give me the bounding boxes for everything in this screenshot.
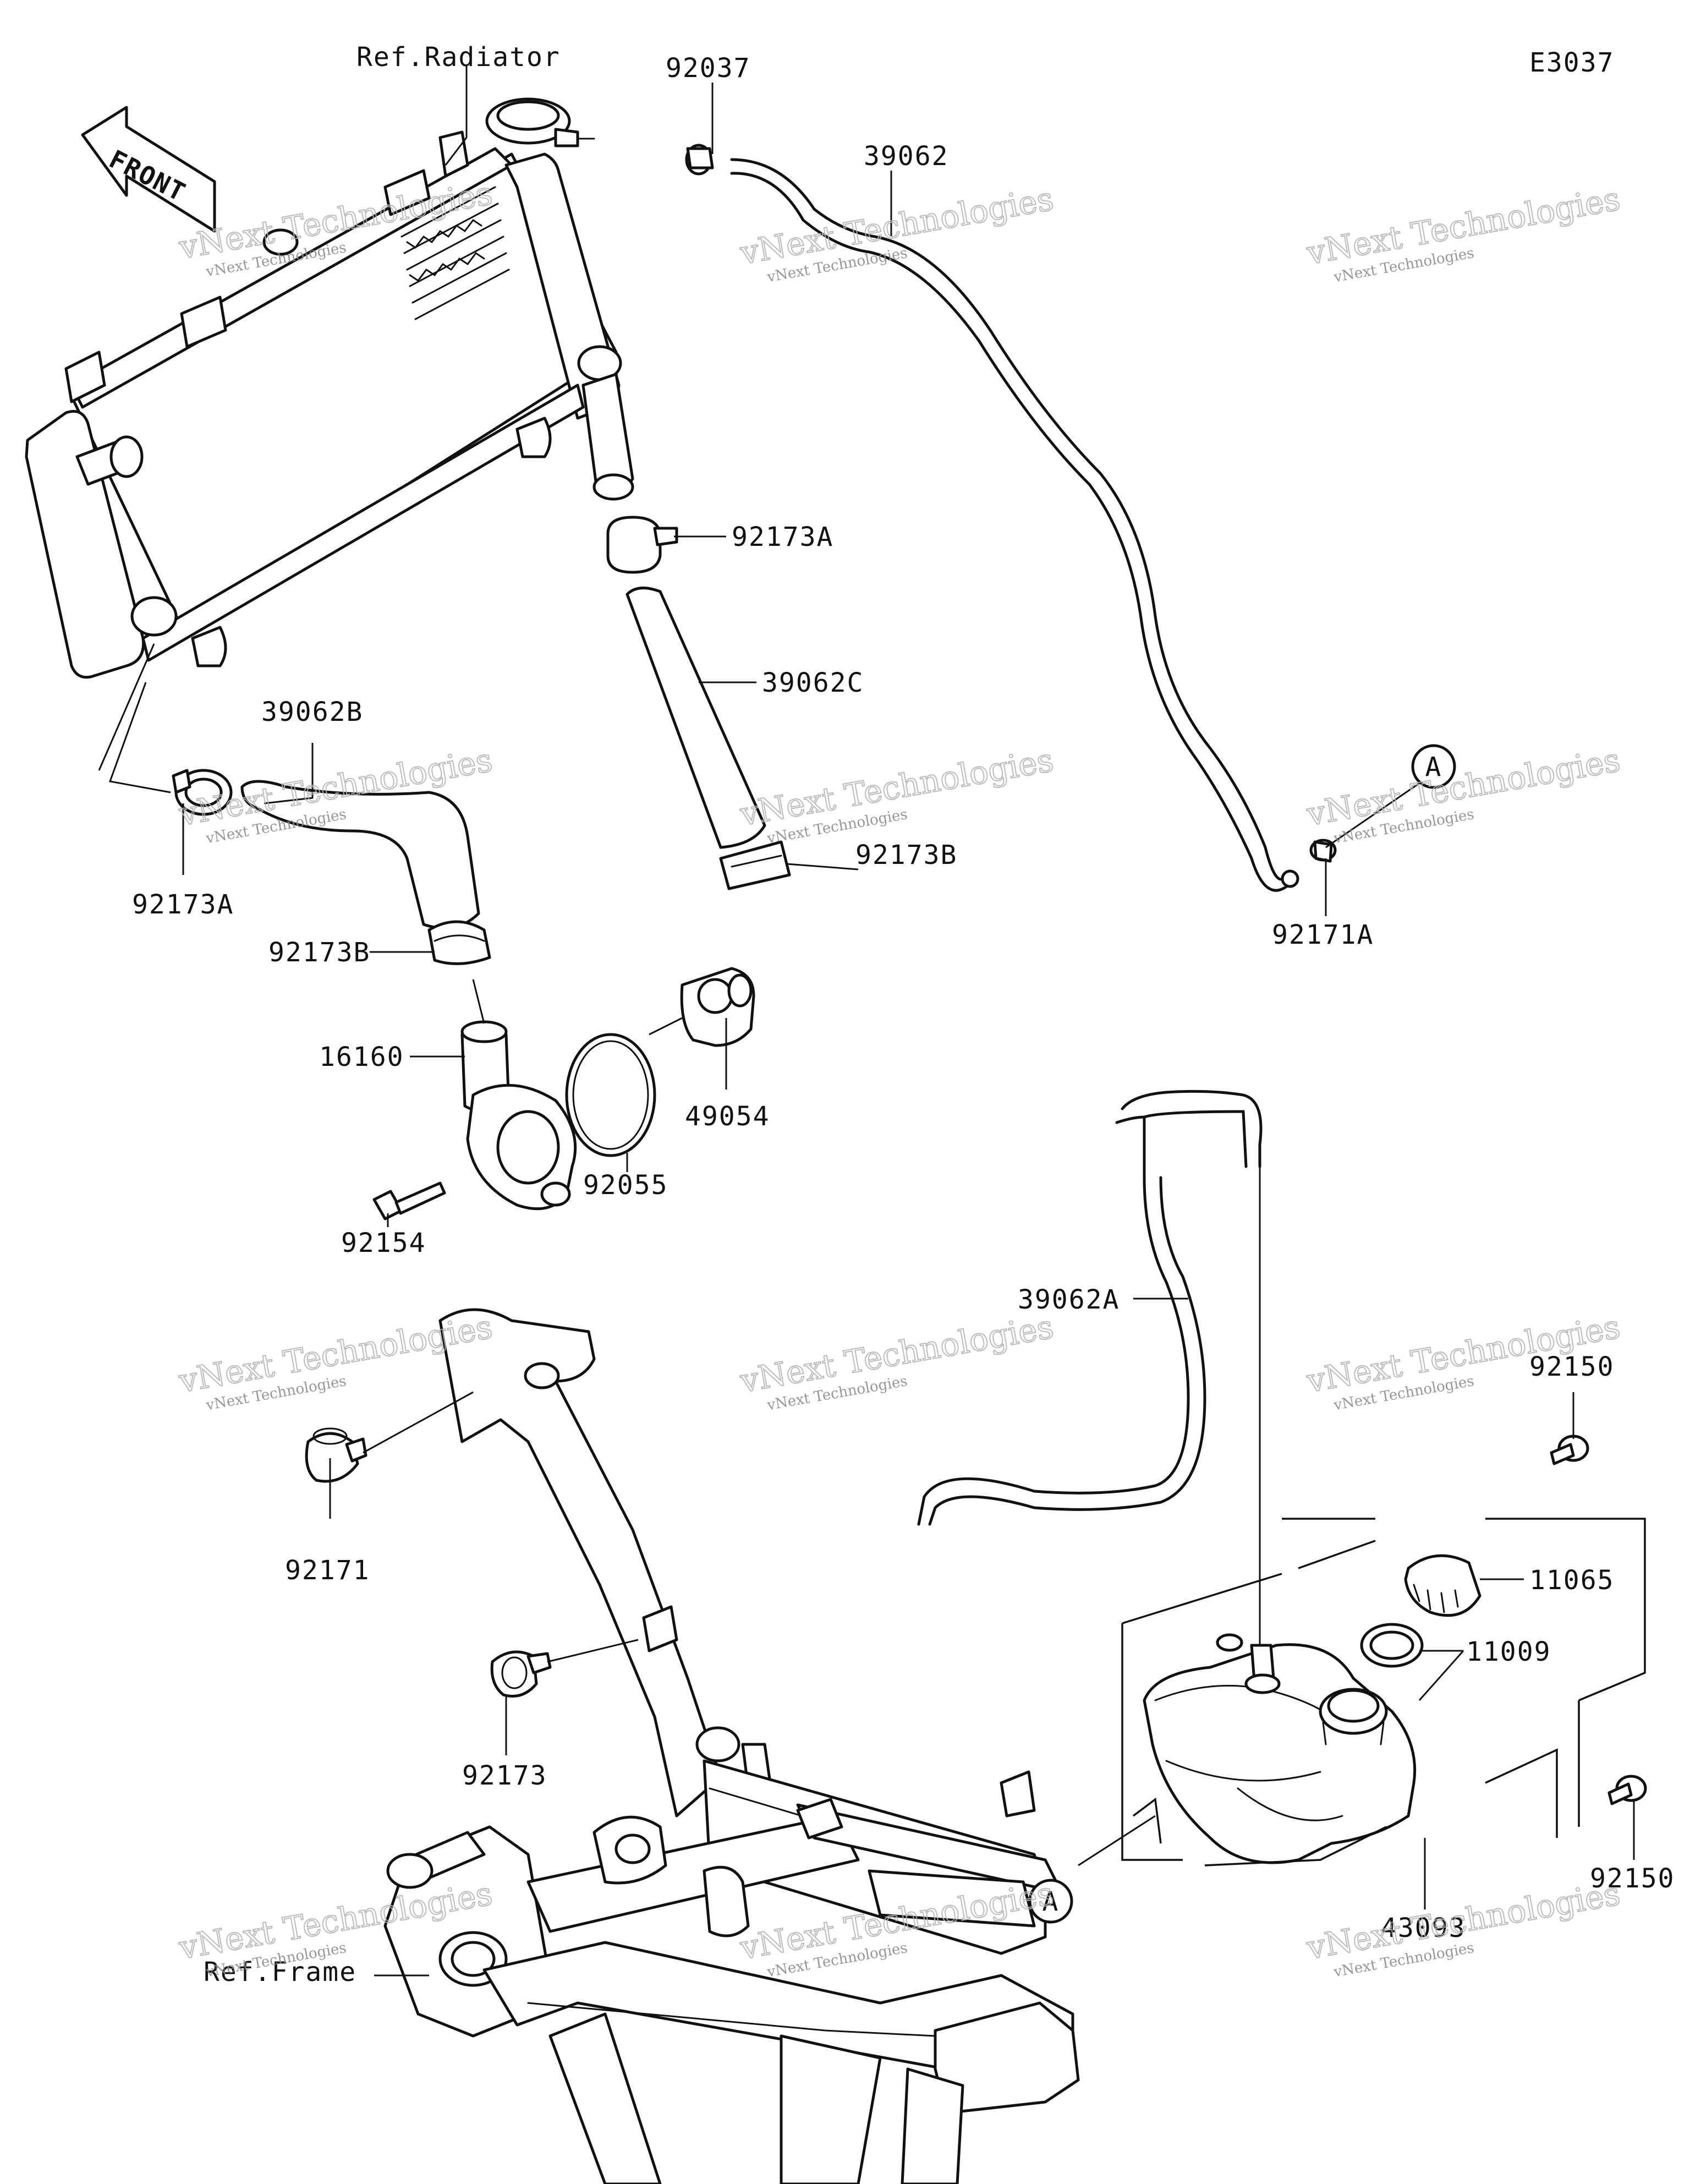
reservoir-cap-11065 [1404,1554,1482,1617]
watermark: vNext Technologies vNext Technologies [737,1307,1057,1414]
clamp-92171 [305,1427,367,1483]
hose-39062C [625,587,766,849]
part-label-49054: 49054 [685,1101,770,1132]
radiator-cap [485,97,595,147]
part-label-92150-upper: 92150 [1529,1351,1615,1382]
clamp-92173A-lower [172,769,233,816]
bolt-92150-lower [1607,1775,1647,1805]
svg-text:A: A [1042,1886,1060,1917]
watermarks: vNext Technologies vNext Technologies vN… [175,174,1623,1981]
part-label-92173B-left: 92173B [268,937,370,968]
clamp-92173B-left [427,920,491,965]
svg-text:A: A [1425,752,1442,782]
radiator-fins [400,186,510,320]
oring-92055 [565,1033,656,1157]
part-label-92171A: 92171A [1272,919,1374,950]
clamp-92173 [490,1650,552,1698]
clamp-92037 [685,144,714,176]
part-label-11065: 11065 [1529,1565,1615,1596]
gasket-11009 [1360,1623,1424,1668]
part-label-11009: 11009 [1466,1636,1551,1667]
bolt-92154 [372,1181,446,1220]
part-label-92150-lower: 92150 [1590,1863,1675,1894]
callout-marker-a-top: A [1411,744,1456,789]
part-label-92055: 92055 [583,1170,668,1201]
thermostat-housing-16160 [460,1020,577,1211]
front-arrow: FRONT [81,106,216,233]
hose-39062A [917,1090,1263,1526]
watermark: vNext Technologies vNext Technologies [1303,741,1623,847]
callout-marker-a-bottom: A [1028,1879,1073,1924]
watermark: vNext Technologies vNext Technologies [1303,1874,1623,1981]
clamp-92173A-upper [606,516,678,574]
hose-39062 [730,158,1289,881]
diagram-code: E3037 [1529,47,1615,78]
watermark: vNext Technologies vNext Technologies [737,741,1057,847]
part-label-92173A-upper: 92173A [732,522,833,552]
part-label-39062B: 39062B [261,697,363,727]
part-label-16160: 16160 [319,1042,404,1072]
clamp-92173B-right [719,840,791,890]
assembly-outline [1121,1518,1646,1866]
part-label-92154: 92154 [341,1228,426,1258]
part-label-92173A-lower: 92173A [132,889,234,920]
watermark: vNext Technologies vNext Technologies [1303,179,1623,286]
part-label-39062A: 39062A [1018,1284,1120,1315]
part-label-92173: 92173 [462,1760,547,1791]
ref-radiator-label: Ref.Radiator [356,42,561,73]
part-label-39062C: 39062C [762,667,864,698]
reservoir-tank-43093 [1143,1633,1417,1864]
radiator [25,97,634,679]
ref-frame-label: Ref.Frame [204,1957,356,1988]
frame [383,1308,1080,2184]
leader-lines [98,66,1635,1977]
bolt-92150-upper [1550,1435,1589,1465]
part-label-43093: 43093 [1381,1913,1466,1944]
part-label-39062: 39062 [864,141,949,172]
part-label-92171: 92171 [285,1555,370,1586]
part-label-92037: 92037 [666,53,751,84]
thermostat-49054 [680,967,755,1047]
part-label-92173B-right: 92173B [855,840,957,871]
